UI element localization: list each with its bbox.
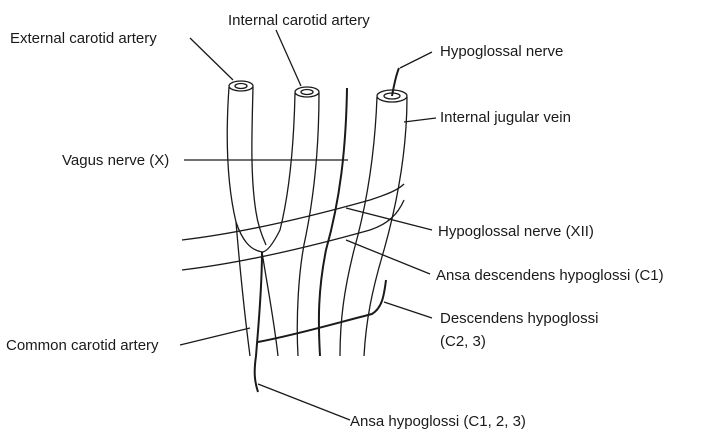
label-hypoglossal-nerve: Hypoglossal nerve bbox=[440, 43, 563, 60]
label-descendens-hypoglossi: Descendens hypoglossi bbox=[440, 310, 598, 327]
label-vagus-nerve: Vagus nerve (X) bbox=[62, 152, 169, 169]
label-descendens-hypoglossi-levels: (C2, 3) bbox=[440, 333, 486, 350]
label-ansa-hypoglossi: Ansa hypoglossi (C1, 2, 3) bbox=[350, 413, 526, 430]
label-hypoglossal-nerve-xii: Hypoglossal nerve (XII) bbox=[438, 223, 594, 240]
label-external-carotid-artery: External carotid artery bbox=[10, 30, 157, 47]
hypoglossal-nerve-xii bbox=[182, 184, 404, 270]
descendens-hypoglossi-nerve bbox=[258, 280, 386, 342]
external-carotid-artery bbox=[227, 81, 266, 252]
label-internal-jugular-vein: Internal jugular vein bbox=[440, 109, 571, 126]
label-ansa-descendens-hypoglossi: Ansa descendens hypoglossi (C1) bbox=[436, 267, 664, 284]
hypoglossal-nerve-top bbox=[392, 68, 399, 96]
ansa-descendens-nerve bbox=[255, 252, 262, 392]
internal-carotid-artery bbox=[262, 87, 319, 356]
internal-jugular-vein bbox=[340, 90, 407, 356]
label-common-carotid-artery: Common carotid artery bbox=[6, 337, 159, 354]
label-internal-carotid-artery: Internal carotid artery bbox=[228, 12, 370, 29]
